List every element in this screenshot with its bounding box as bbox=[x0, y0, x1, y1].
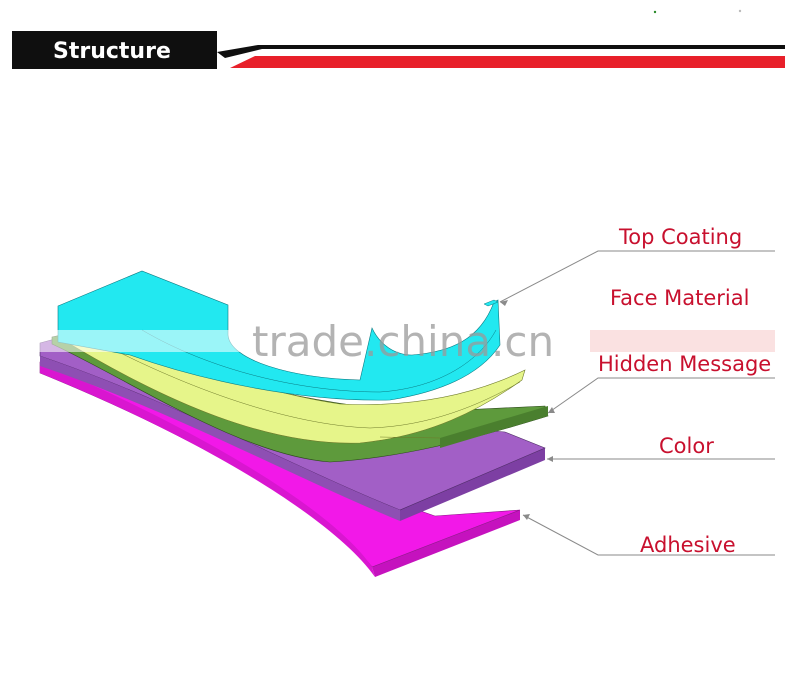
leader-hidden-message bbox=[547, 377, 775, 414]
adhesive-side bbox=[372, 510, 520, 577]
header-red-stripe bbox=[230, 56, 785, 68]
layer-labels: Top Coating Face Material Hidden Message… bbox=[598, 225, 771, 557]
label-top-coating: Top Coating bbox=[618, 225, 742, 249]
label-hidden-message: Hidden Message bbox=[598, 352, 771, 376]
header-title-box bbox=[12, 31, 217, 69]
leader-lines bbox=[499, 250, 775, 556]
label-adhesive: Adhesive bbox=[640, 533, 736, 557]
leader-adhesive bbox=[522, 514, 775, 556]
watermark: trade.china.cn bbox=[30, 317, 775, 366]
watermark-text: trade.china.cn bbox=[252, 317, 554, 366]
label-face-material: Face Material bbox=[610, 286, 749, 310]
header-black-stripe bbox=[217, 45, 785, 58]
top-coating-surface bbox=[57, 270, 501, 401]
leader-top-coating bbox=[499, 250, 775, 303]
layer-top-coating bbox=[57, 270, 501, 401]
header-title: Structure bbox=[53, 39, 171, 64]
header-bar: Structure bbox=[12, 9, 785, 69]
color-side bbox=[400, 448, 545, 521]
label-color: Color bbox=[659, 434, 714, 458]
